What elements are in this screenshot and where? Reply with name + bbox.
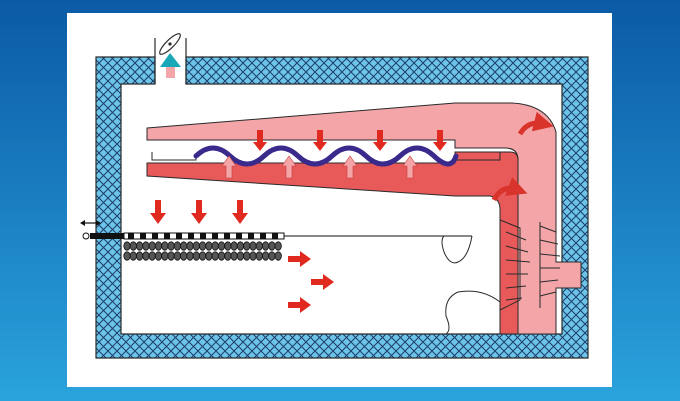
heating-coil-loop — [154, 251, 163, 261]
upflow-arrows — [221, 155, 418, 179]
heating-coil-loop — [129, 241, 137, 251]
exhaust-chimney — [154, 38, 187, 84]
heating-coil-loop — [180, 251, 188, 261]
heating-coil-loop — [230, 241, 238, 251]
rod-tick — [224, 233, 230, 239]
heating-coil-loop — [205, 241, 213, 251]
heating-coil-loop — [211, 241, 219, 251]
heating-coil-loop — [217, 241, 226, 251]
heating-coil-loop — [154, 241, 163, 251]
heating-coil-loop — [123, 251, 131, 261]
damper-flap-icon[interactable] — [157, 31, 182, 56]
heating-coil-loop — [236, 251, 244, 261]
adjust-arrow-icon[interactable] — [80, 220, 101, 226]
heating-coil-loop — [261, 241, 270, 251]
rod-tick — [188, 233, 194, 239]
supply-curve-arrow — [491, 177, 528, 202]
heating-coil-loop — [261, 251, 270, 261]
rod-tick — [164, 233, 170, 239]
heating-coil-loop — [142, 241, 150, 251]
heating-coil-loop — [161, 241, 169, 251]
heating-coil-loop — [142, 251, 150, 261]
rod-tick — [260, 233, 266, 239]
heater-arrows — [150, 200, 248, 224]
heating-coil-loop — [192, 251, 200, 261]
heating-coil-loop — [123, 241, 131, 251]
heating-coil-loop — [217, 251, 226, 261]
heating-coil-loop — [173, 241, 181, 251]
heating-coil-loop — [249, 241, 257, 251]
heating-coil-loop — [148, 251, 156, 261]
heating-coil-loop — [161, 251, 169, 261]
chamber-contours — [441, 235, 501, 335]
heating-coil-loop — [236, 241, 244, 251]
rod-tick — [200, 233, 206, 239]
rod-tick — [140, 233, 146, 239]
heating-coil-loop — [255, 241, 263, 251]
heating-coil-loop — [199, 241, 207, 251]
rod-tick — [176, 233, 182, 239]
rod-tick — [152, 233, 158, 239]
rod-tick — [248, 233, 254, 239]
heating-coil-loop — [129, 251, 137, 261]
exhaust-arrow-icon — [160, 53, 181, 78]
supply-air-duct — [146, 151, 519, 335]
fan-icon — [499, 219, 561, 311]
heating-coil-loop — [136, 241, 144, 251]
heating-coil-loop — [243, 251, 251, 261]
heating-element-icon — [123, 241, 282, 261]
downflow-arrows — [253, 130, 447, 151]
heating-coil-loop — [274, 251, 282, 261]
heating-coil-loop — [255, 251, 263, 261]
heating-coil-loop — [205, 251, 213, 261]
rod-tick — [236, 233, 242, 239]
heating-coil-loop — [167, 241, 175, 251]
heating-coil-loop — [167, 251, 175, 261]
heating-coil-loop — [186, 241, 194, 251]
heating-coil-loop — [173, 251, 181, 261]
heating-coil-loop — [230, 251, 238, 261]
wavy-product-strip — [193, 145, 459, 167]
rod-tick — [128, 233, 134, 239]
heating-coil-loop — [224, 241, 232, 251]
heating-coil-loop — [268, 241, 276, 251]
heating-coil-loop — [211, 251, 219, 261]
heating-coil-loop — [224, 251, 232, 261]
heating-coil-loop — [148, 241, 156, 251]
sensor-rod-ticks — [128, 233, 278, 239]
rod-tick — [272, 233, 278, 239]
heating-coil-loop — [186, 251, 194, 261]
heating-coil-loop — [199, 251, 207, 261]
return-curve-arrow — [517, 111, 554, 136]
heating-coil-loop — [180, 241, 188, 251]
rod-tick — [212, 233, 218, 239]
heating-coil-loop — [268, 251, 276, 261]
air-jet-arrows — [288, 251, 334, 313]
heating-coil-loop — [136, 251, 144, 261]
heating-coil-loop — [243, 241, 251, 251]
heating-coil-loop — [274, 241, 282, 251]
heating-coil-loop — [192, 241, 200, 251]
heating-coil-loop — [249, 251, 257, 261]
